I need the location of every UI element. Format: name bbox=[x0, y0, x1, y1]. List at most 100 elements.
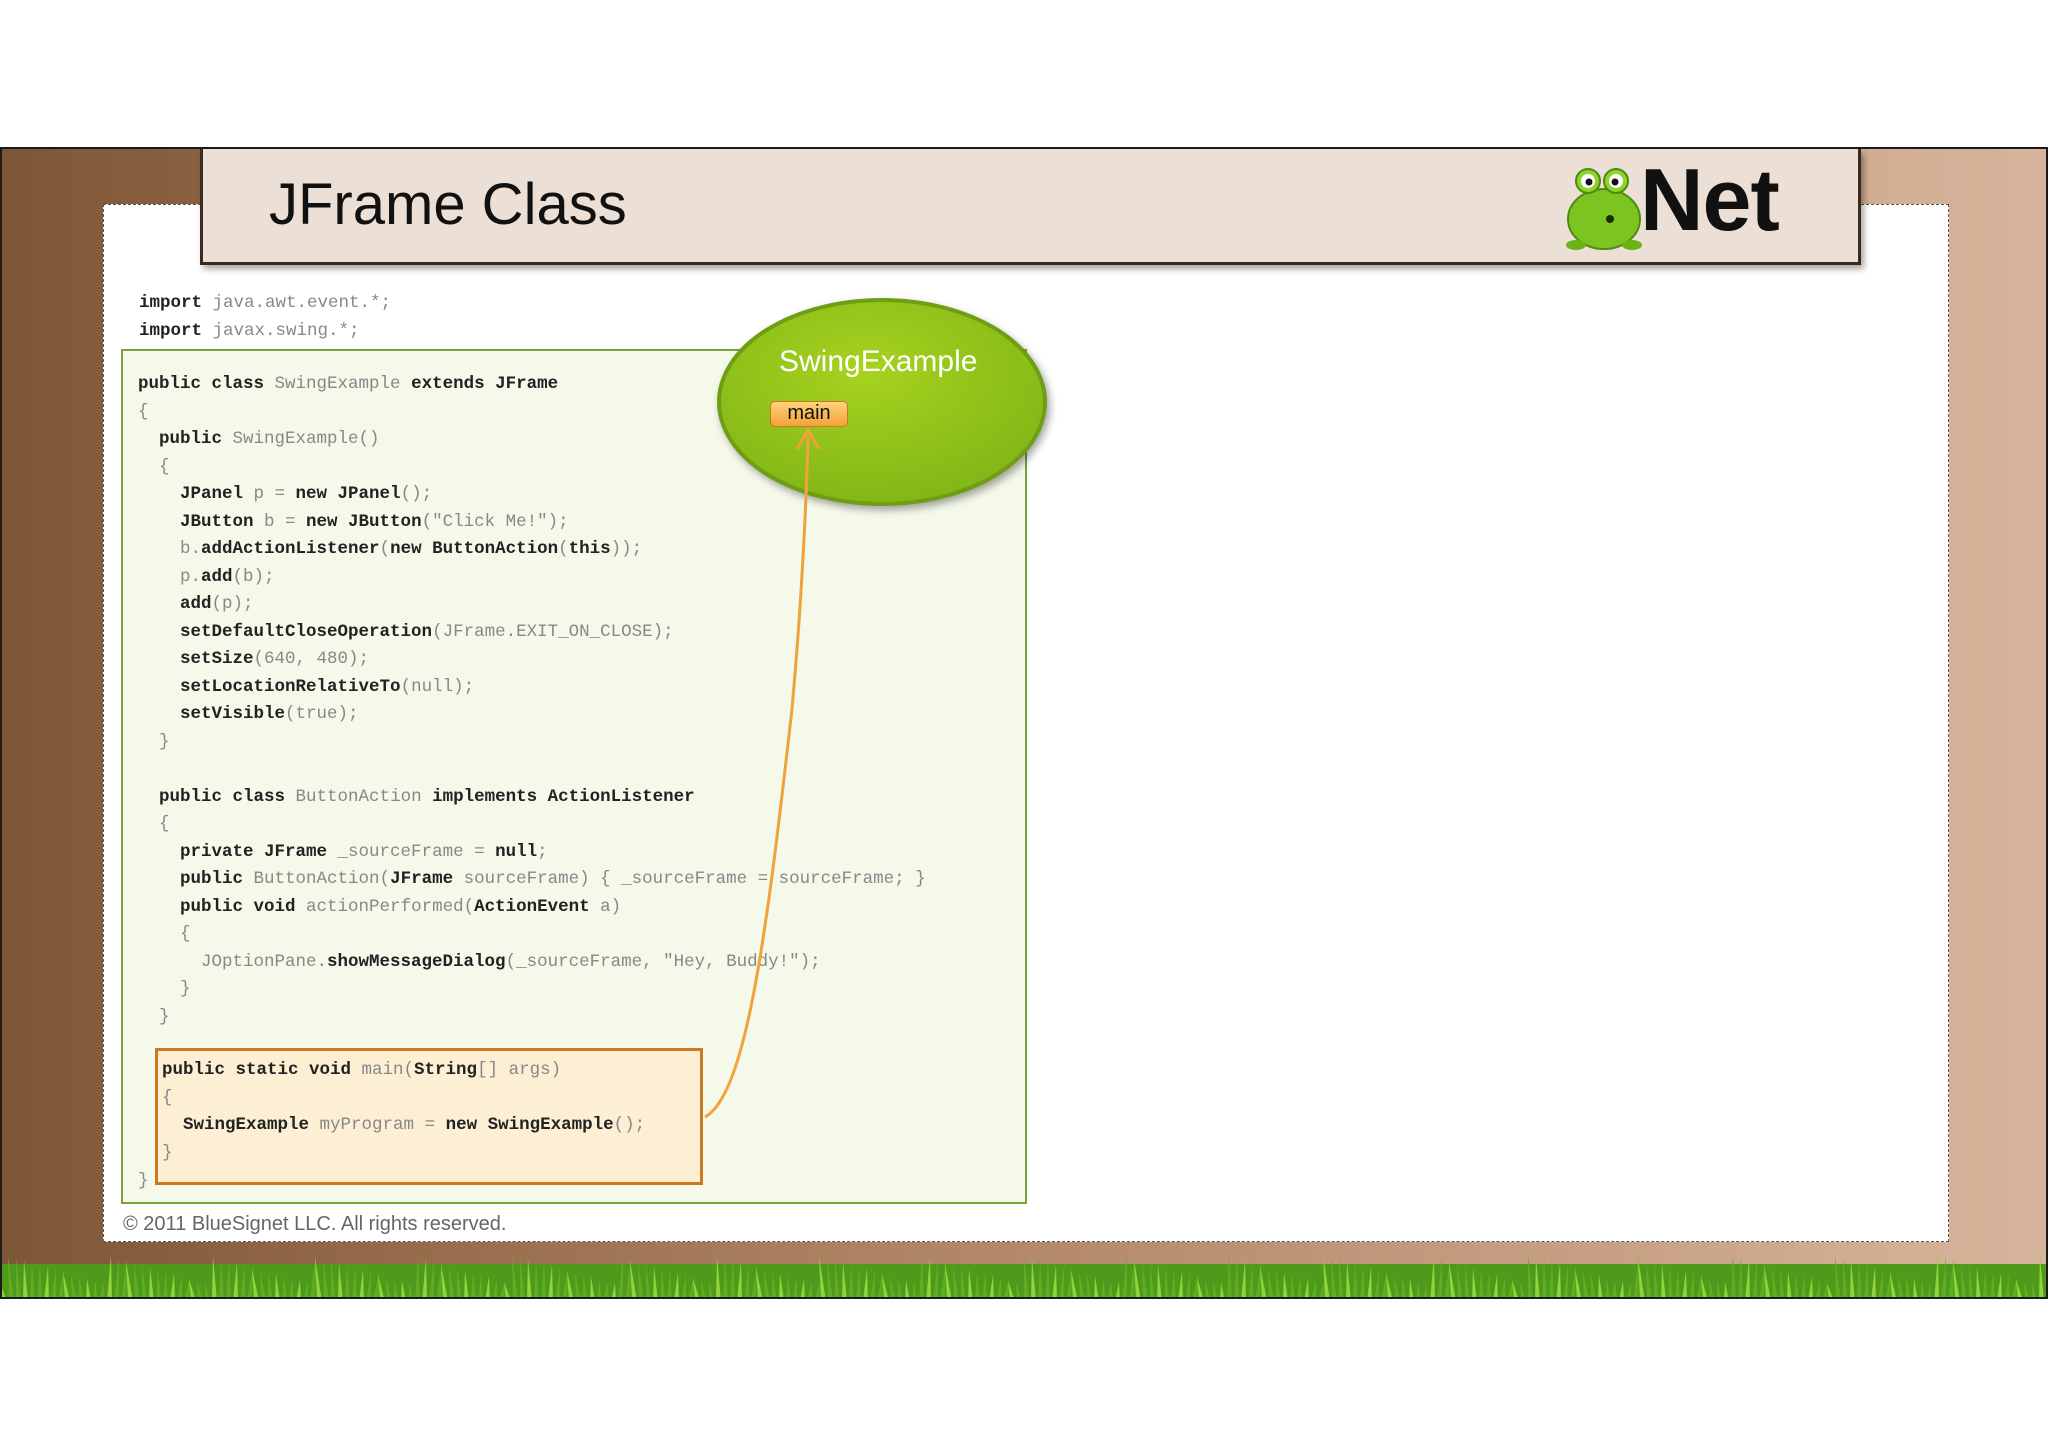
code-keyword: import bbox=[139, 320, 203, 341]
code-line: } bbox=[138, 1004, 926, 1032]
code-line: import javax.swing.*; bbox=[139, 318, 391, 346]
code-text: actionPerformed( bbox=[295, 896, 475, 917]
code-text: } bbox=[138, 1171, 149, 1191]
code-text: (p); bbox=[211, 594, 254, 614]
code-keyword: extends JFrame bbox=[411, 374, 559, 394]
code-text bbox=[422, 539, 433, 559]
code-text: java.awt.event.*; bbox=[202, 293, 392, 313]
code-text: a) bbox=[589, 896, 622, 917]
code-keyword: setSize bbox=[180, 649, 254, 669]
code-line: } bbox=[138, 1168, 149, 1196]
code-text: (_sourceFrame, "Hey, Buddy!"); bbox=[505, 951, 821, 972]
code-text: _sourceFrame = bbox=[327, 841, 496, 862]
code-text: p = bbox=[243, 484, 296, 504]
code-keyword: addActionListener bbox=[201, 539, 380, 559]
code-text: p. bbox=[138, 566, 202, 587]
code-keyword: JButton bbox=[180, 511, 254, 532]
code-keyword: setLocationRelativeTo bbox=[180, 676, 401, 697]
slide: JFrame Class Net import java.awt.event.*… bbox=[0, 147, 2048, 1299]
code-text: (b); bbox=[232, 566, 275, 587]
code-keyword: ActionEvent bbox=[474, 896, 590, 917]
code-keyword: JPanel bbox=[180, 484, 244, 504]
code-line: import java.awt.event.*; bbox=[139, 290, 391, 318]
code-text: JOptionPane. bbox=[138, 951, 328, 972]
code-keyword: SwingExample bbox=[183, 1115, 310, 1135]
code-keyword: setVisible bbox=[180, 704, 286, 724]
code-keyword: public class bbox=[138, 374, 265, 394]
code-text: )); bbox=[610, 539, 643, 559]
code-text: SwingExample bbox=[264, 374, 412, 394]
code-text bbox=[138, 704, 180, 724]
code-keyword: new JButton bbox=[306, 511, 422, 532]
code-text: [] args) bbox=[477, 1060, 562, 1080]
code-text: ; bbox=[537, 841, 548, 862]
code-text bbox=[138, 869, 180, 889]
code-line: } bbox=[138, 976, 926, 1004]
code-text: (); bbox=[400, 484, 433, 504]
code-text: ( bbox=[558, 539, 569, 559]
code-keyword: new bbox=[390, 539, 422, 559]
code-line: add(p); bbox=[138, 591, 926, 619]
code-text: SwingExample() bbox=[222, 429, 380, 449]
code-line: p.add(b); bbox=[138, 564, 926, 592]
code-line: { bbox=[162, 1085, 645, 1113]
code-keyword: add bbox=[201, 566, 233, 587]
code-text bbox=[138, 897, 180, 917]
code-keyword: JFrame bbox=[390, 869, 454, 889]
code-text bbox=[138, 677, 180, 697]
code-keyword: String bbox=[414, 1060, 478, 1080]
code-line: setSize(640, 480); bbox=[138, 646, 926, 674]
code-text: ButtonAction bbox=[285, 786, 433, 807]
code-text: main( bbox=[351, 1060, 415, 1080]
code-text: { bbox=[162, 1087, 173, 1108]
code-text: javax.swing.*; bbox=[202, 320, 360, 341]
code-keyword: public bbox=[159, 429, 223, 449]
code-text bbox=[138, 429, 159, 449]
code-text: { bbox=[138, 456, 170, 477]
code-keyword: ButtonAction bbox=[432, 539, 559, 559]
copyright-notice: © 2011 BlueSignet LLC. All rights reserv… bbox=[123, 1213, 507, 1235]
code-line: public class ButtonAction implements Act… bbox=[138, 784, 926, 812]
main-method-code: public static void main(String[] args){ … bbox=[162, 1057, 645, 1167]
code-text bbox=[138, 787, 159, 807]
code-keyword: new SwingExample bbox=[445, 1115, 614, 1135]
code-text: (JFrame.EXIT_ON_CLOSE); bbox=[432, 621, 674, 642]
class-closing-brace: } bbox=[138, 1168, 149, 1196]
code-line: public void actionPerformed(ActionEvent … bbox=[138, 894, 926, 922]
logo: Net bbox=[1556, 150, 1816, 255]
code-keyword: private JFrame bbox=[180, 841, 328, 862]
code-keyword: public bbox=[180, 869, 244, 889]
code-keyword: setDefaultCloseOperation bbox=[180, 621, 433, 642]
code-text: } bbox=[138, 1006, 170, 1027]
code-line bbox=[138, 756, 926, 784]
frog-mascot-icon bbox=[1566, 168, 1642, 250]
code-line: JPanel p = new JPanel(); bbox=[138, 481, 926, 509]
code-text: } bbox=[138, 979, 191, 999]
code-text: { bbox=[138, 814, 170, 834]
code-keyword: new JPanel bbox=[295, 484, 401, 504]
code-keyword: public static void bbox=[162, 1060, 352, 1080]
code-line: public SwingExample() bbox=[138, 426, 926, 454]
code-keyword: import bbox=[139, 293, 203, 313]
code-text bbox=[138, 842, 180, 862]
code-text bbox=[138, 594, 180, 614]
code-line: setDefaultCloseOperation(JFrame.EXIT_ON_… bbox=[138, 619, 926, 647]
code-text: (); bbox=[613, 1115, 646, 1135]
code-line: private JFrame _sourceFrame = null; bbox=[138, 839, 926, 867]
slide-title: JFrame Class bbox=[269, 172, 627, 237]
code-line: SwingExample myProgram = new SwingExampl… bbox=[162, 1112, 645, 1140]
code-line: public class SwingExample extends JFrame bbox=[138, 371, 926, 399]
code-text: b. bbox=[138, 539, 202, 559]
grass-strip bbox=[2, 1255, 2046, 1297]
code-text bbox=[162, 1115, 183, 1135]
code-line: { bbox=[138, 399, 926, 427]
code-line: { bbox=[138, 811, 926, 839]
code-keyword: showMessageDialog bbox=[327, 951, 506, 972]
code-line: setVisible(true); bbox=[138, 701, 926, 729]
code-line: { bbox=[138, 454, 926, 482]
code-text: (640, 480); bbox=[253, 649, 370, 669]
code-text: } bbox=[162, 1142, 173, 1163]
code-line: JButton b = new JButton("Click Me!"); bbox=[138, 509, 926, 537]
code-line: JOptionPane.showMessageDialog(_sourceFra… bbox=[138, 949, 926, 977]
code-text bbox=[138, 649, 180, 669]
